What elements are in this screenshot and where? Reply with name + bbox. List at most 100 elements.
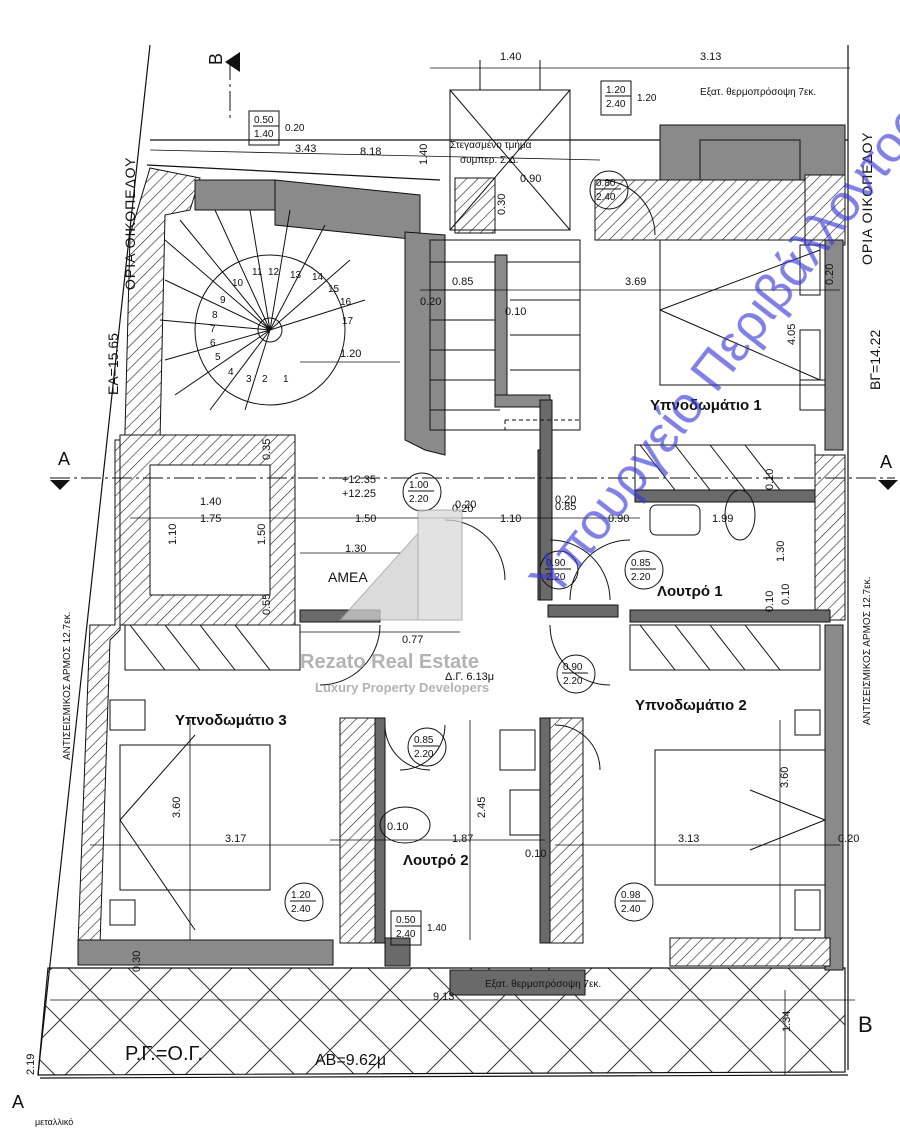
stair-step-number: 17: [342, 316, 354, 327]
opening-circle: [589, 170, 629, 210]
right-joint-label: ΑΝΤΙΣΕΙΣΜΙΚΟΣ ΑΡΜΟΣ 12.7εκ.: [862, 577, 873, 725]
room-bedroom-1: Υπνοδωμάτιο 1: [650, 397, 762, 414]
left-boundary-label: ΟΡΙΑ ΟΙΚΟΠΕΔΟΥ: [122, 157, 138, 290]
bed-3: [119, 744, 271, 891]
bed-2: [654, 749, 826, 886]
opening-height: 2.40: [396, 929, 416, 940]
stair-step-number: 11: [252, 267, 263, 278]
dimension-label: 1.20: [340, 348, 361, 360]
section-b-top-arrow: [225, 52, 240, 72]
opening-labels: 0.501.400.201.202.401.200.802.401.002.20…: [248, 80, 664, 946]
dimension-label: 2.19: [25, 1054, 37, 1075]
opening-circle: [556, 654, 596, 694]
opening-width: 0.50: [396, 915, 416, 926]
room-amea: ΑΜΕΑ: [328, 569, 368, 585]
room-bathroom-2: Λουτρό 2: [403, 852, 469, 869]
stair-step-number: 13: [290, 270, 302, 281]
opening-height: 1.40: [254, 129, 274, 140]
stair-step-number: 15: [328, 284, 340, 295]
right-side-length: ΒΓ=14.22: [867, 330, 883, 390]
partial-roof-line-1: Στεγασμένο τμήμα: [450, 139, 532, 151]
opening-sill: 1.40: [427, 923, 447, 934]
dimension-label: 0.85: [555, 501, 576, 513]
facade-note-top: Εξατ. θερμοπρόσοψη 7εκ.: [700, 86, 816, 98]
dimension-label: 0.90: [520, 173, 541, 185]
sink-1: [649, 504, 701, 536]
material-note: μεταλλικό: [35, 1117, 73, 1127]
furniture: [109, 60, 826, 931]
dimension-label: 3.13: [678, 833, 699, 845]
building-line-label: Ρ.Γ.=Ο.Γ.: [125, 1043, 203, 1065]
opening-circle: [614, 882, 654, 922]
dimension-label: 3.17: [225, 833, 246, 845]
sink-2: [509, 789, 541, 836]
dimension-label: 0.10: [780, 584, 792, 605]
plot-boundary: [37, 44, 849, 1079]
dimension-label: 0.10: [764, 469, 776, 490]
right-boundary-label: ΟΡΙΑ ΟΙΚΟΠΕΔΟΥ: [859, 132, 875, 265]
dimension-label: 1.50: [256, 524, 268, 545]
room-bedroom-2: Υπνοδωμάτιο 2: [635, 697, 747, 714]
opening-box: [248, 110, 280, 146]
dimension-label: 1.30: [775, 541, 787, 562]
dimension-label: 3.60: [779, 767, 791, 788]
dimension-lines: [50, 67, 855, 1075]
straight-stair: [429, 239, 581, 601]
stair-step-number: 9: [220, 295, 226, 306]
section-a-left: A: [58, 449, 70, 469]
dimension-label: 0.20: [555, 494, 576, 506]
toilet-2: [499, 729, 536, 771]
facade-note-bottom: Εξατ. θερμοπρόσοψη 7εκ.: [485, 978, 601, 990]
partial-roof-line-2: συμπερ. Σ.Δ.: [460, 155, 518, 166]
dimension-label: 1.99: [712, 513, 733, 525]
dimension-label: 1.40: [200, 496, 221, 508]
opening-width: 1.00: [409, 480, 429, 491]
section-a-bottom: A: [12, 1092, 24, 1112]
opening-width: 0.98: [621, 890, 641, 901]
opening-box: [600, 80, 632, 116]
section-b-top: B: [206, 53, 226, 65]
dimension-label: 9.13: [433, 991, 454, 1003]
left-joint-label: ΑΝΤΙΣΕΙΣΜΙΚΟΣ ΑΡΜΟΣ 12.7εκ.: [62, 612, 73, 760]
stair-step-number: 3: [246, 374, 252, 385]
opening-width: 1.20: [291, 890, 311, 901]
stair-step-number: 7: [210, 324, 216, 335]
stair-step-number: 1: [283, 374, 289, 385]
opening-height: 2.20: [563, 676, 583, 687]
bottom-side-length: ΑΒ=9.62μ: [315, 1052, 386, 1069]
bathtub-top: [699, 139, 801, 181]
stair-step-number: 16: [340, 297, 352, 308]
section-a-left-arrow: [50, 480, 70, 490]
dimension-label: 1.75: [200, 513, 221, 525]
level-bottom: +12.25: [342, 488, 376, 500]
dimension-label: 1.40: [418, 144, 430, 165]
room-bedroom-3: Υπνοδωμάτιο 3: [175, 712, 287, 729]
dimension-label: 1.10: [500, 513, 521, 525]
opening-height: 2.20: [409, 494, 429, 505]
door-swings: [319, 179, 656, 771]
opening-height: 2.20: [414, 749, 434, 760]
opening-height: 2.20: [546, 572, 566, 583]
opening-width: 0.80: [596, 178, 616, 189]
section-lines: [50, 60, 895, 479]
stair-step-number: 10: [232, 278, 244, 289]
stair-step-number: 4: [228, 367, 234, 378]
dimension-label: 0.20: [838, 833, 859, 845]
dimension-label: 1.40: [500, 51, 521, 63]
stair-step-number: 14: [312, 272, 324, 283]
opening-circle: [284, 882, 324, 922]
dimension-label: 3.69: [625, 276, 646, 288]
opening-width: 0.90: [546, 558, 566, 569]
opening-circle: [539, 550, 579, 590]
spiral-stair: [159, 209, 366, 411]
dimension-label: 2.45: [476, 797, 488, 818]
balcony: [37, 967, 846, 1076]
dimension-label: 3.60: [171, 797, 183, 818]
dimension-label: 0.20: [824, 264, 836, 285]
opening-width: 0.50: [254, 115, 274, 126]
opening-circle: [407, 727, 447, 767]
dimension-label: 1.50: [355, 513, 376, 525]
